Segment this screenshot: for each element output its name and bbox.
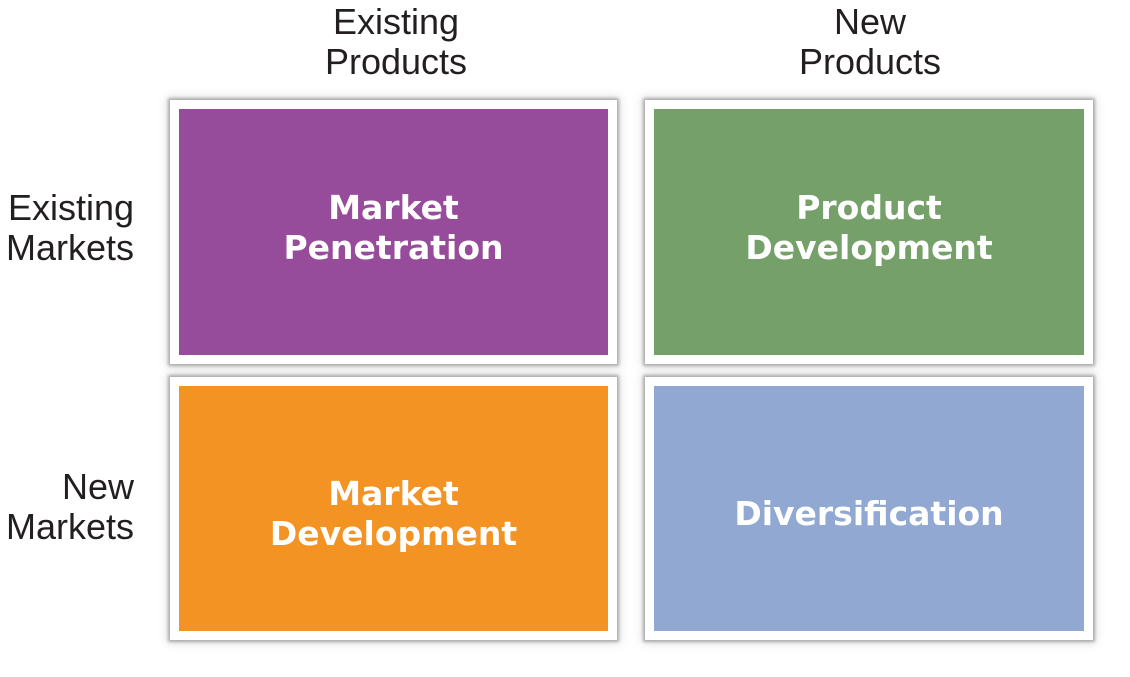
column-header-new-products: New Products [720,2,1020,82]
column-header-line: New [833,1,907,42]
row-header-existing-markets: Existing Markets [0,188,134,268]
quadrant-label-line: Development [745,228,993,267]
quadrant-label-line: Product [796,188,942,227]
column-header-existing-products: Existing Products [246,2,546,82]
row-header-line: New [61,466,134,507]
column-header-line: Products [798,41,942,82]
quadrant-label-line: Market [328,473,459,513]
quadrant-label: Product Development [745,188,992,268]
column-header-line: Products [324,41,468,82]
row-header-line: Markets [5,227,134,268]
quadrant-label: Market Penetration [283,188,503,268]
quadrant-label: Market Development [270,474,517,554]
quadrant-market-penetration: Market Penetration [170,100,617,364]
row-header-new-markets: New Markets [0,467,134,547]
row-header-line: Markets [5,506,134,547]
quadrant-product-development: Product Development [645,100,1093,364]
column-header-line: Existing [332,1,460,42]
quadrant-label-line: Penetration [283,228,504,267]
quadrant-market-development: Market Development [170,377,617,640]
row-header-line: Existing [7,187,134,228]
quadrant-label-line: Diversification [734,493,1004,533]
quadrant-label: Diversification [734,494,1003,534]
quadrant-diversification: Diversification [645,377,1093,640]
quadrant-label-line: Market [328,188,459,227]
quadrant-label-line: Development [269,513,518,553]
